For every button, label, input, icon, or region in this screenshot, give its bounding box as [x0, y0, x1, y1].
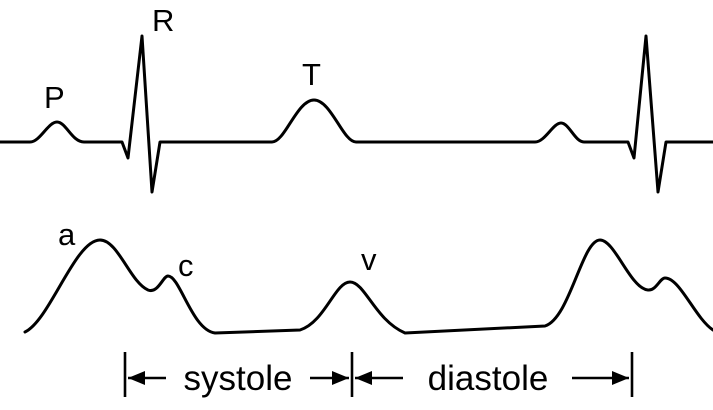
r-wave-label: R — [152, 3, 174, 38]
systole-label: systole — [184, 359, 293, 398]
p-wave-label: P — [44, 80, 65, 115]
diastole-arrow — [355, 371, 629, 385]
ecg-trace — [0, 34, 713, 194]
c-wave-label: c — [178, 248, 194, 283]
v-wave-label: v — [361, 242, 377, 277]
a-wave-label: a — [58, 217, 76, 252]
venous-pulse-trace — [23, 238, 713, 335]
diastole-label: diastole — [428, 359, 549, 398]
systole-arrow — [128, 371, 349, 385]
t-wave-label: T — [302, 57, 321, 92]
